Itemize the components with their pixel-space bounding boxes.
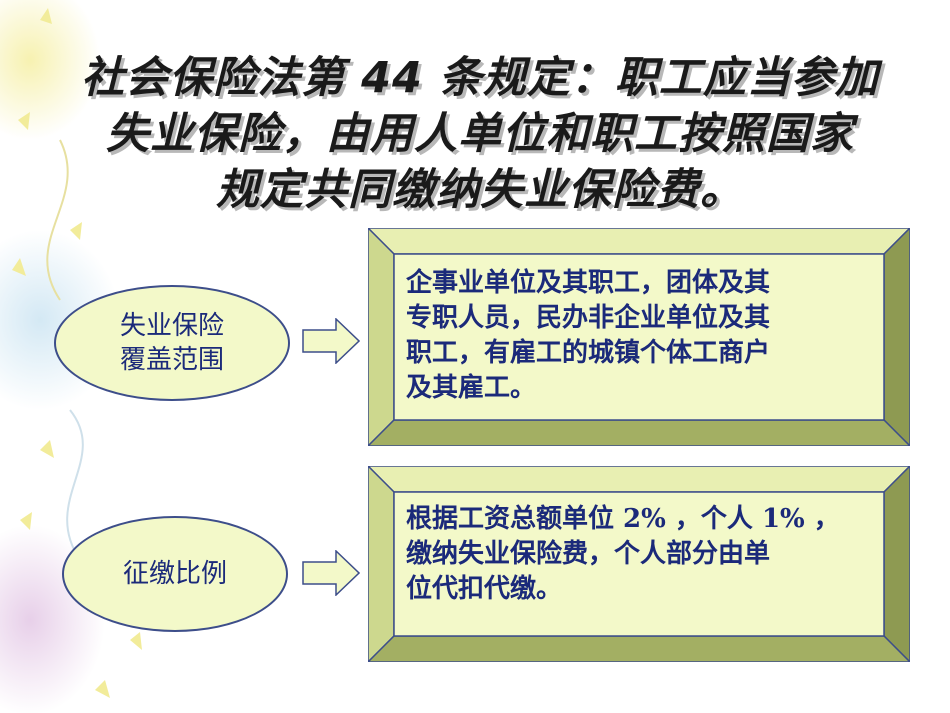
title-line: 失业保险，由用人单位和职工按照国家 (106, 109, 854, 159)
title-line: 社会保险法第 44 条规定：职工应当参加 (81, 53, 879, 103)
content-line: 及其雇工。 (406, 373, 537, 403)
bevel-frame (368, 228, 910, 446)
coverage-label-oval: 失业保险 覆盖范围 (54, 285, 290, 401)
coverage-content-text: 企事业单位及其职工，团体及其 专职人员，民办非企业单位及其 职工，有雇工的城镇个… (406, 266, 770, 406)
contribution-rate-content-text: 根据工资总额单位 2% ，个人 1% ， 缴纳失业保险费，个人部分由单 位代扣代… (406, 502, 840, 607)
contribution-rate-content-panel: 根据工资总额单位 2% ，个人 1% ， 缴纳失业保险费，个人部分由单 位代扣代… (368, 466, 910, 662)
contribution-rate-label-oval: 征缴比例 (62, 516, 288, 632)
content-line: 根据工资总额单位 2% ，个人 1% ， (406, 504, 840, 534)
content-line: 位代扣代缴。 (406, 574, 563, 604)
balloon-string (46, 139, 69, 301)
balloon-string (66, 409, 84, 561)
content-line: 缴纳失业保险费，个人部分由单 (406, 539, 771, 569)
right-arrow-icon (302, 318, 360, 364)
content-line: 职工，有雇工的城镇个体工商户 (406, 338, 771, 368)
right-arrow-icon (302, 550, 360, 596)
slide-title: 社会保险法第 44 条规定：职工应当参加 失业保险，由用人单位和职工按照国家 规… (40, 50, 920, 218)
yellow-balloon (0, 0, 100, 140)
oval-label-line: 失业保险 (119, 311, 224, 341)
content-line: 企事业单位及其职工，团体及其 (406, 268, 771, 298)
bevel-frame (368, 466, 910, 662)
title-line: 规定共同缴纳失业保险费。 (216, 165, 744, 215)
oval-label-line: 征缴比例 (122, 559, 227, 589)
content-line: 专职人员，民办非企业单位及其 (406, 303, 771, 333)
oval-label-line: 覆盖范围 (119, 345, 224, 375)
coverage-content-panel: 企事业单位及其职工，团体及其 专职人员，民办非企业单位及其 职工，有雇工的城镇个… (368, 228, 910, 446)
